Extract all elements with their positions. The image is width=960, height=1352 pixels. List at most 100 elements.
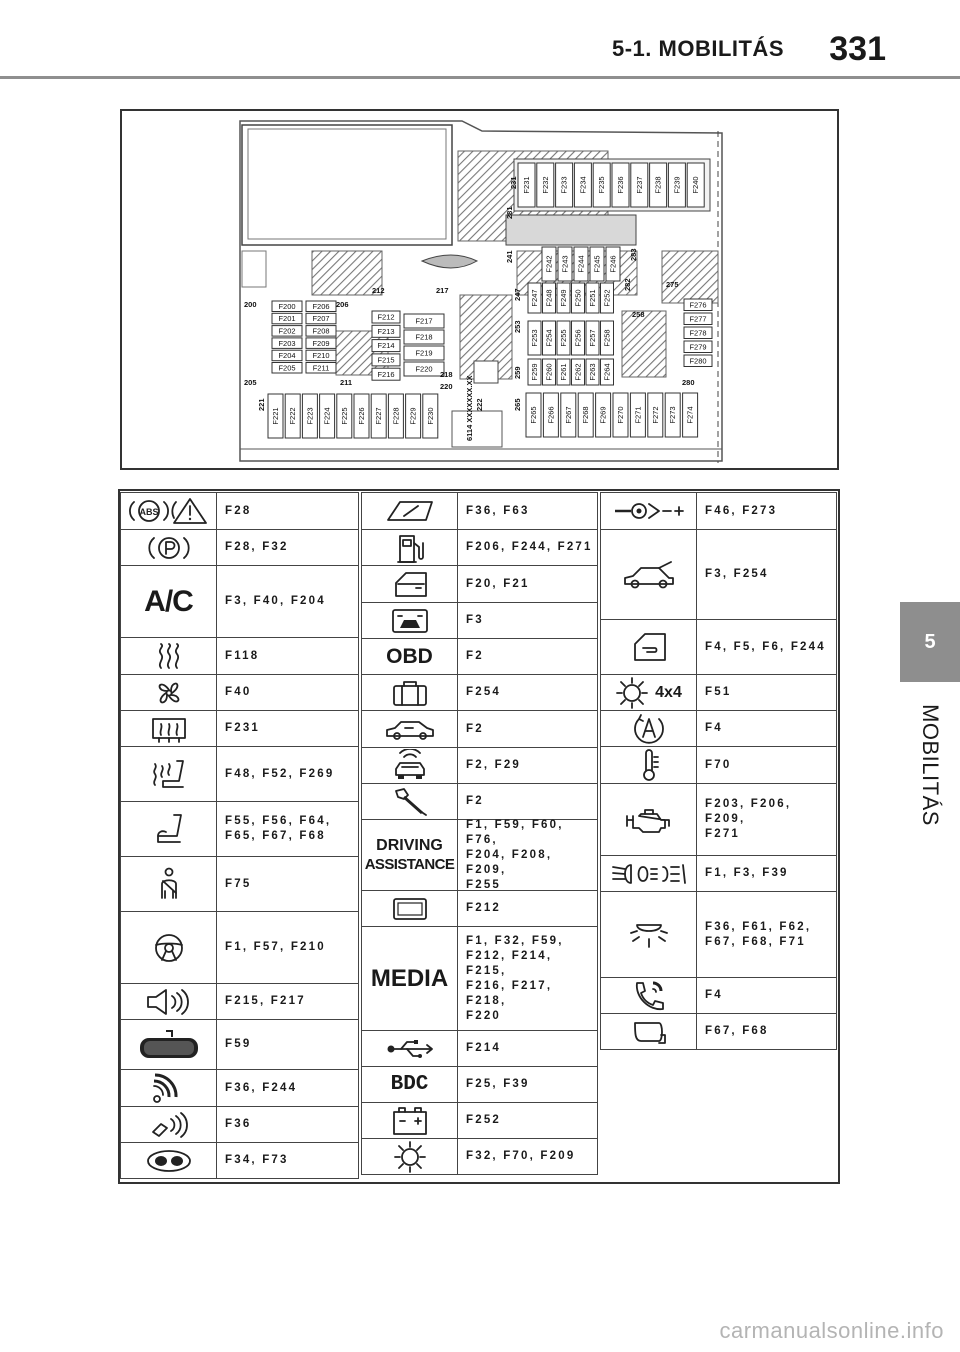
- fuse-slot: [585, 282, 600, 314]
- fuse-label: F212: [377, 313, 394, 322]
- zone-label: 265: [513, 398, 522, 411]
- fuse-label: F219: [415, 349, 432, 358]
- fuse-label: F217: [415, 317, 432, 326]
- fuse-label: F205: [278, 363, 295, 372]
- fuse-list: F206, F244, F271: [466, 541, 593, 553]
- zone-label: 275: [666, 280, 679, 289]
- fuse-slot: [683, 340, 713, 353]
- zone-label: 281: [505, 206, 514, 219]
- legend-row: F46, F273: [600, 492, 837, 530]
- fuse-slot: [305, 325, 337, 337]
- legend-row: F36, F63: [361, 492, 598, 530]
- zone-label: 283: [629, 248, 638, 261]
- fuse-label: F207: [312, 314, 329, 323]
- legend-row: F36, F244: [120, 1069, 359, 1107]
- fuse-slot: [301, 393, 318, 439]
- svg-text:ABS: ABS: [139, 507, 158, 517]
- fuse-slot: [525, 392, 542, 438]
- ceiling-lamp-icon: [601, 892, 697, 977]
- fuse-label: F218: [415, 333, 432, 342]
- fuse-label: F208: [312, 326, 329, 335]
- fuse-slot: [682, 392, 699, 438]
- legend-row: F215, F217: [120, 983, 359, 1020]
- fuse-list: F25, F39: [466, 1078, 530, 1090]
- fuse-slot: [271, 362, 303, 374]
- fuse-list: F2, F29: [466, 759, 522, 771]
- fuse-label: F256: [574, 329, 583, 346]
- legend-row: F75: [120, 856, 359, 912]
- fuse-slot: [571, 358, 585, 386]
- fuse-list: F59: [225, 1038, 252, 1050]
- legend-row: F4, F5, F6, F244: [600, 619, 837, 675]
- fuse-slot: [267, 393, 284, 439]
- legend-row: F28, F32: [120, 529, 359, 566]
- legend-row: F40: [120, 674, 359, 711]
- fuse-slot: [527, 358, 542, 386]
- fuse-slot: [271, 312, 303, 325]
- fuse-label: F254: [545, 329, 554, 346]
- car-alarm-icon: [362, 711, 458, 747]
- fuse-list: F4: [705, 722, 723, 734]
- fuse-slot: [556, 282, 571, 314]
- fuse-slot: [629, 392, 646, 438]
- fuse-label: F220: [415, 365, 432, 374]
- ac-text-icon: A/C: [121, 566, 217, 637]
- fuse-slot: [542, 320, 556, 356]
- legend-row: F2, F29: [361, 747, 598, 784]
- fuse-list: F28, F32: [225, 541, 289, 553]
- fuse-label: F250: [574, 289, 583, 306]
- legend-row: F212: [361, 890, 598, 927]
- fuse-label: F226: [357, 407, 366, 424]
- fuse-label: F221: [271, 407, 280, 424]
- fuse-list: F212: [466, 902, 502, 914]
- legend-row: F34, F73: [120, 1142, 359, 1179]
- fuse-slot: [271, 349, 303, 362]
- legend-frame: [118, 489, 840, 1184]
- fuse-slot: [589, 246, 605, 282]
- fan-icon: [121, 675, 217, 710]
- fuse-label: F200: [278, 302, 295, 311]
- abs-and-warning-icons: ABS: [121, 493, 217, 529]
- fuse-slot: [605, 246, 621, 282]
- chapter-tab: 5: [900, 602, 960, 682]
- fuse-slot: [305, 362, 337, 374]
- zone-label: 205: [244, 378, 257, 387]
- fuse-label: F230: [426, 407, 435, 424]
- fuse-slot: [560, 392, 577, 438]
- driving-assistance-label-line1: DRIVING: [376, 837, 443, 854]
- door-mirror-icon: [601, 1014, 697, 1049]
- fuse-list: F70: [705, 758, 732, 771]
- fuse-slot: [585, 358, 600, 386]
- fuse-label: F261: [559, 363, 568, 380]
- fuse-slot: [683, 354, 713, 367]
- zone-label: 280: [682, 378, 695, 387]
- trailer-hitch-icon: [601, 493, 697, 529]
- fuse-label: F253: [530, 329, 539, 346]
- fuse-label: F216: [377, 370, 394, 379]
- fuse-slot: [305, 337, 337, 349]
- zone-label: 212: [372, 286, 385, 295]
- fuse-slot: [647, 392, 664, 438]
- fuse-list: F215, F217: [225, 995, 306, 1007]
- fuse-slot: [557, 246, 573, 282]
- fuse-label: F262: [574, 363, 583, 380]
- fuse-list: F20, F21: [466, 577, 530, 590]
- fuse-label: F278: [689, 328, 706, 337]
- fuse-list: F2: [466, 650, 484, 662]
- fuse-slot: [573, 162, 592, 208]
- fuse-label: F211: [313, 363, 330, 372]
- fuse-label: F232: [541, 176, 550, 193]
- legend-row: F1, F57, F210: [120, 911, 359, 984]
- fuse-slot: [683, 298, 713, 311]
- fuse-label: F259: [530, 363, 539, 380]
- thermometer-icon: [601, 747, 697, 783]
- watermark: carmanualsonline.info: [719, 1318, 944, 1343]
- fuse-slot: [611, 162, 630, 208]
- seat-icon: [121, 802, 217, 856]
- fuse-label: F244: [577, 255, 586, 272]
- zone-label: 222: [475, 398, 484, 411]
- fuse-label: F245: [593, 255, 602, 272]
- fuse-list: F36: [225, 1118, 252, 1130]
